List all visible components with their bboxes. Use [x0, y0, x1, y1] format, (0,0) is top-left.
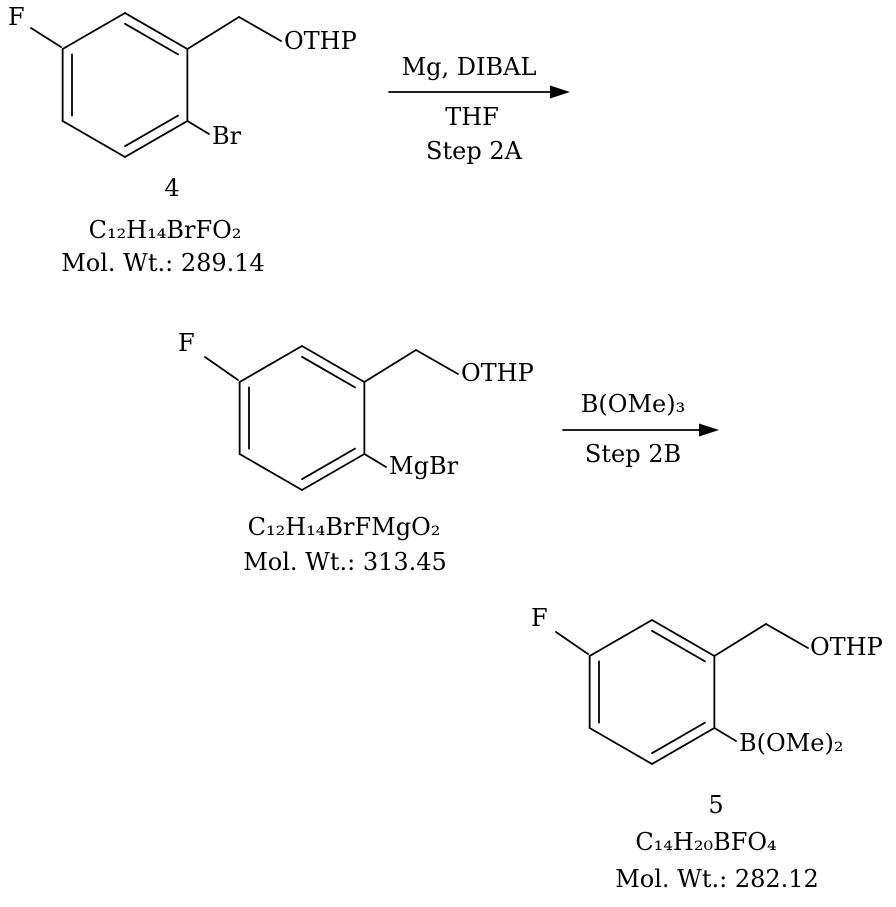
othp-label: OTHP	[284, 27, 357, 55]
fluorine-label: F	[531, 604, 548, 632]
reaction-arrow-step2b	[562, 423, 719, 437]
boronate-label: B(OMe)₂	[739, 729, 844, 757]
mol-wt-label: Mol. Wt.: 313.45	[243, 548, 447, 576]
othp-label: OTHP	[461, 359, 534, 387]
molecular-formula: C₁₂H₁₄BrFMgO₂	[247, 513, 441, 541]
solvent-label: THF	[445, 103, 499, 131]
fluorine-label: F	[8, 3, 25, 31]
reaction-arrow-step2a	[388, 85, 570, 99]
arrowhead-icon	[699, 423, 719, 437]
fluorine-label: F	[178, 329, 195, 357]
reagents-label: B(OMe)₃	[580, 390, 686, 418]
bromine-label: Br	[212, 122, 242, 150]
mgbr-label: MgBr	[389, 452, 459, 480]
step-label: Step 2A	[426, 137, 522, 165]
compound-number: 4	[164, 174, 180, 202]
reagents-label: Mg, DIBAL	[401, 53, 537, 81]
mol-wt-label: Mol. Wt.: 282.12	[615, 865, 819, 893]
molecular-formula: C₁₄H₂₀BFO₄	[635, 828, 777, 856]
mol-wt-label: Mol. Wt.: 289.14	[61, 249, 265, 277]
benzene-ring-compound4	[30, 12, 282, 158]
benzene-ring-grignard	[204, 345, 459, 491]
step-label: Step 2B	[584, 440, 682, 468]
compound-number: 5	[708, 791, 724, 819]
arrowhead-icon	[550, 85, 570, 99]
molecular-formula: C₁₂H₁₄BrFO₂	[88, 216, 242, 244]
benzene-ring-compound5	[555, 619, 809, 765]
othp-label: OTHP	[810, 633, 883, 661]
